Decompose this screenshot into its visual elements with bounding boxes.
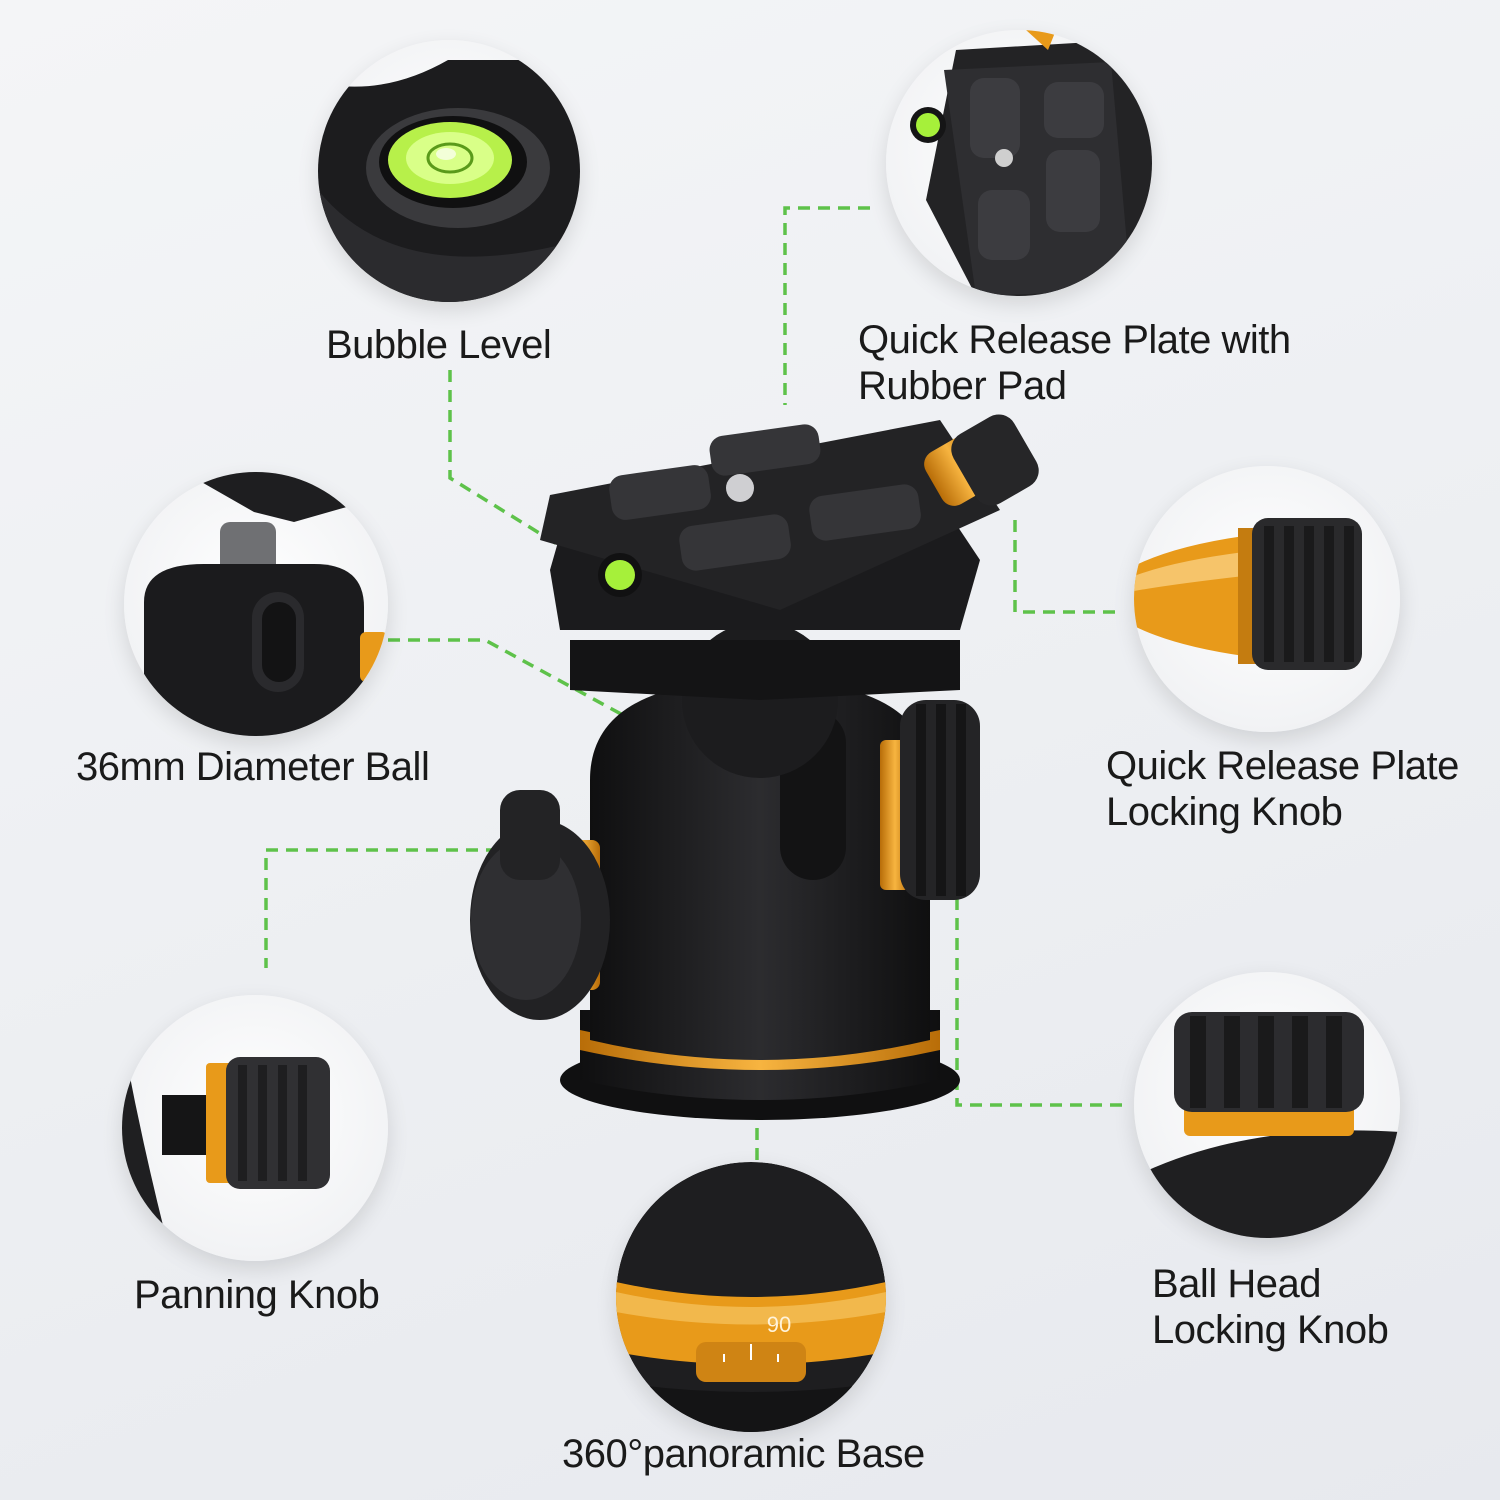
ball-head-knob-label: Ball Head Locking Knob (1152, 1262, 1389, 1352)
diameter-ball-label: 36mm Diameter Ball (76, 745, 430, 789)
ball-icon (144, 472, 388, 736)
bubble-level-label: Bubble Level (326, 323, 552, 367)
panoramic-base-label: 360°panoramic Base (562, 1432, 925, 1476)
plate-locking-knob-callout (1134, 466, 1400, 732)
quick-release-plate-callout (886, 30, 1152, 296)
ball-head-product (460, 400, 1060, 1140)
panoramic-base-icon: 90 (616, 1162, 886, 1432)
ball-head-knob-callout (1134, 972, 1400, 1238)
bubble-level-icon (318, 60, 580, 302)
bubble-level-callout (318, 40, 580, 302)
quick-release-plate-label: Quick Release Plate with Rubber Pad (858, 318, 1291, 408)
locking-knob-icon (1134, 518, 1362, 670)
panoramic-base-callout: 90 (616, 1162, 886, 1432)
base-scale-mark: 90 (767, 1312, 791, 1337)
panning-knob-callout (122, 995, 388, 1261)
panning-knob-icon (122, 1035, 330, 1261)
panning-knob-label: Panning Knob (134, 1273, 380, 1317)
ball-head-image (470, 414, 1039, 1120)
quick-release-plate-icon (910, 30, 1152, 296)
ball-head-knob-icon (1134, 1012, 1400, 1238)
diameter-ball-callout (124, 472, 388, 736)
plate-locking-knob-label: Quick Release Plate Locking Knob (1106, 744, 1459, 834)
